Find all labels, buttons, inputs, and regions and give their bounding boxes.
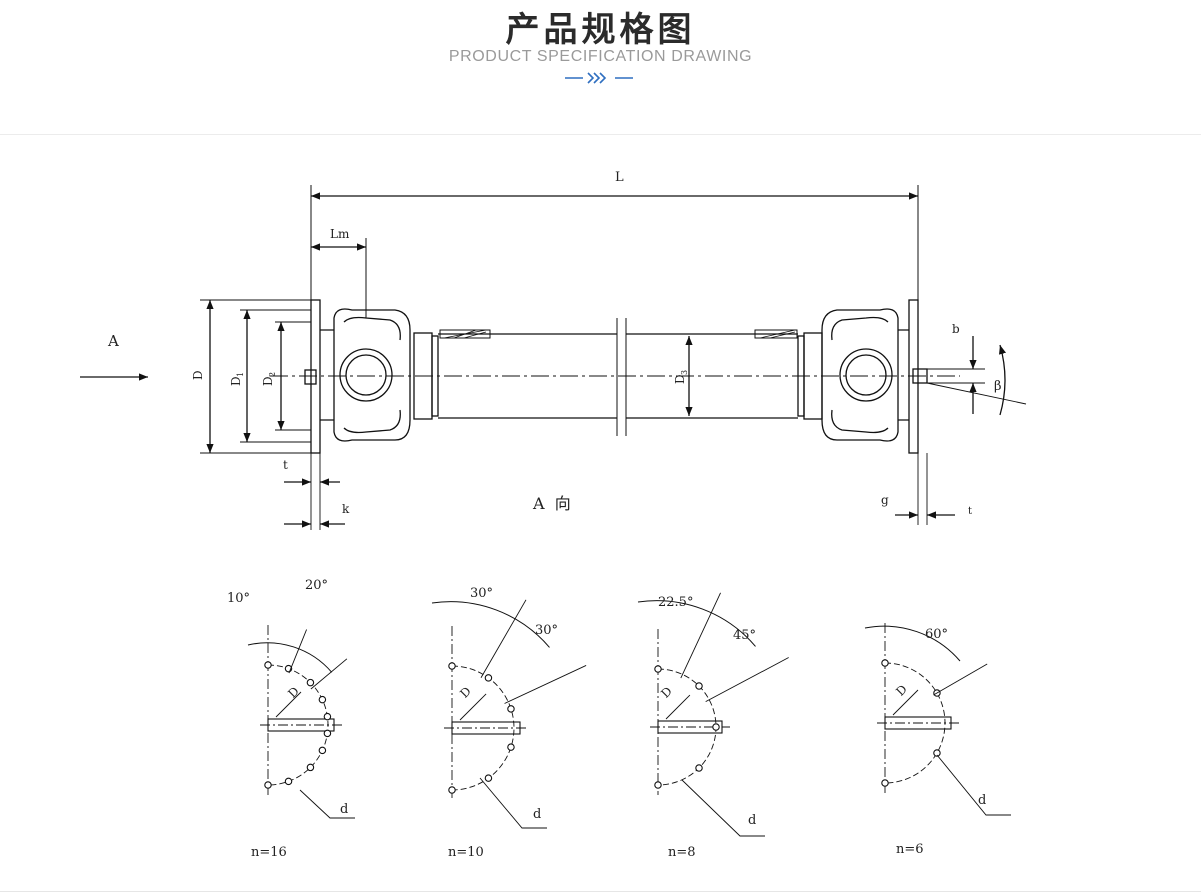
- pattern-16-bolt-hole: [306, 678, 315, 687]
- shaft-assembly-drawing: [80, 185, 1027, 530]
- pattern-6-bolt-hole: [881, 779, 889, 787]
- pattern-16-key-slot: [267, 718, 335, 732]
- pattern-16-angle2: 20°: [305, 578, 328, 593]
- pattern-8-bolt-hole: [654, 665, 662, 673]
- pattern-16-bolt-hole: [318, 695, 327, 704]
- pattern-10-n: n=10: [448, 845, 484, 860]
- pattern-6-leader: [933, 663, 988, 696]
- pattern-16-pitch-circle: [267, 664, 329, 786]
- pattern-6-angle1: 60°: [925, 627, 948, 642]
- pattern-10-leader: [480, 599, 527, 678]
- pattern-8-radius-line: [665, 694, 691, 720]
- label-D1: D: [229, 376, 243, 386]
- pattern-16-angle-arc: [247, 642, 333, 673]
- chevrons-divider-icon: [565, 72, 633, 84]
- pattern-10-angle1: 30°: [470, 586, 493, 601]
- pattern-16-bolt-hole: [284, 777, 293, 786]
- bolt-pattern-row: [247, 592, 1011, 837]
- pattern-8-leader: [705, 657, 789, 703]
- pattern-8-d-leader: [681, 779, 765, 837]
- label-beta: β: [994, 379, 1002, 394]
- pattern-6-bolt-hole: [933, 749, 941, 757]
- pattern-8-angle1: 22.5°: [658, 595, 693, 610]
- pattern-16-bolt-hole: [264, 661, 272, 669]
- label-Lm: Lm: [330, 227, 350, 241]
- pattern-10-angle2: 30°: [535, 623, 558, 638]
- label-b: b: [952, 322, 960, 336]
- page-title: 产品规格图: [505, 10, 696, 50]
- pattern-16-bolt-hole: [323, 729, 332, 738]
- pattern-10-bolt-hole: [448, 662, 456, 670]
- pattern-8-d: d: [748, 813, 756, 828]
- label-D3: D: [673, 374, 687, 384]
- pattern-16-angle1: 10°: [227, 591, 250, 606]
- pattern-10-radius-line: [459, 693, 487, 721]
- label-k: k: [342, 502, 350, 516]
- label-L: L: [615, 170, 624, 185]
- pattern-8-D1: D: [658, 684, 675, 701]
- pattern-10-pitch-circle: [451, 665, 515, 791]
- pattern-10-bolt-hole: [484, 774, 493, 782]
- page-subtitle: PRODUCT SPECIFICATION DRAWING: [448, 48, 753, 65]
- pattern-6-d: d: [978, 793, 986, 808]
- pattern-10-leader: [504, 665, 587, 704]
- pattern-16-d-leader: [299, 789, 355, 819]
- pattern-8-bolt-hole: [654, 781, 662, 789]
- pattern-10-bolt-hole: [448, 786, 456, 794]
- label-A: A: [107, 332, 119, 350]
- pattern-8-bolt-hole: [712, 723, 720, 731]
- pattern-10-key-slot: [451, 721, 521, 735]
- label-t: t: [283, 458, 288, 472]
- pattern-16-bolt-hole: [323, 712, 332, 721]
- pattern-6-radius-line: [892, 689, 919, 716]
- label-D2: D: [261, 376, 275, 386]
- label-D1-sub: 1: [236, 372, 245, 377]
- pattern-10-d-leader: [479, 777, 547, 829]
- pattern-8-bolt-hole: [695, 682, 703, 690]
- pattern-6-bolt-hole: [881, 659, 889, 667]
- pattern-6-key-slot: [884, 716, 952, 730]
- page-header: 产品规格图 PRODUCT SPECIFICATION DRAWING: [0, 0, 1201, 134]
- label-t-right: t: [968, 506, 972, 517]
- pattern-10-angle-arc: [431, 601, 550, 648]
- pattern-16-d: d: [340, 802, 348, 817]
- pattern-10-D1: D: [457, 684, 474, 701]
- specification-drawing: L Lm A D D 1 D 2 D 3 t k A 向 g t b β n=1…: [0, 135, 1201, 891]
- pattern-16-n: n=16: [251, 845, 287, 860]
- header-divider: [0, 134, 1201, 135]
- pattern-10-bolt-hole: [507, 705, 515, 713]
- footer-divider: [0, 891, 1201, 892]
- pattern-8-angle-arc: [637, 600, 756, 647]
- pattern-10-bolt-hole: [507, 743, 515, 751]
- pattern-8-angle2: 45°: [733, 628, 756, 643]
- pattern-8-bolt-hole: [695, 764, 703, 772]
- pattern-10-bolt-hole: [484, 674, 493, 682]
- pattern-16-bolt-hole: [306, 763, 315, 772]
- pattern-16-leader: [288, 629, 308, 674]
- pattern-8-n: n=8: [668, 845, 696, 860]
- pattern-6-D1: D: [893, 682, 910, 699]
- label-g: g: [881, 493, 889, 507]
- label-D: D: [191, 370, 205, 380]
- pattern-6-angle-arc: [864, 625, 961, 662]
- pattern-10-d: d: [533, 807, 541, 822]
- pattern-16-bolt-hole: [264, 781, 272, 789]
- pattern-8-leader: [680, 592, 721, 679]
- pattern-16-leader: [310, 658, 348, 690]
- label-a-view: A 向: [532, 494, 571, 513]
- pattern-6-n: n=6: [896, 842, 924, 857]
- pattern-6-d-leader: [936, 754, 1011, 816]
- pattern-16-bolt-hole: [318, 746, 327, 755]
- pattern-16-D1: D: [285, 684, 302, 701]
- pattern-8-key-slot: [657, 720, 723, 734]
- pattern-16-radius-line: [275, 691, 302, 718]
- drawing-svg: L Lm A D D 1 D 2 D 3 t k A 向 g t b β n=1…: [80, 170, 1027, 860]
- pattern-6-pitch-circle: [884, 662, 946, 784]
- label-D2-sub: 2: [268, 372, 277, 377]
- label-D3-sub: 3: [680, 370, 689, 375]
